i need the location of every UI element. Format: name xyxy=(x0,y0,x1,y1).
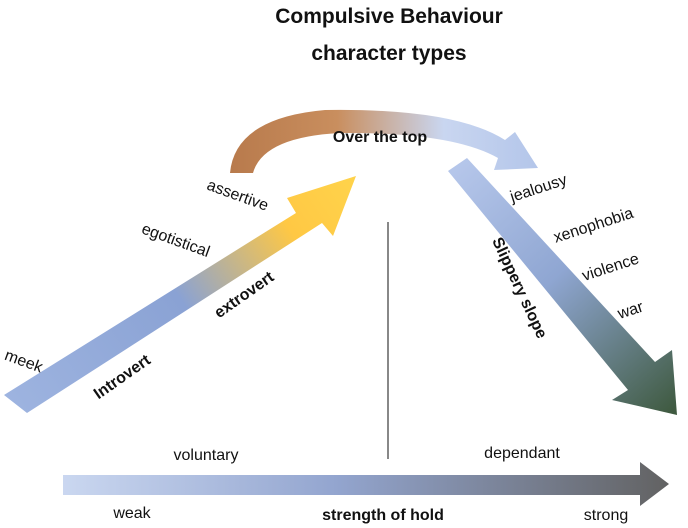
slippery-slope-arrow xyxy=(448,158,677,415)
violence-label: violence xyxy=(580,251,641,285)
dependant-label: dependant xyxy=(484,445,560,462)
assertive-label: assertive xyxy=(205,177,271,215)
voluntary-label: voluntary xyxy=(174,447,239,464)
weak-label: weak xyxy=(112,505,151,522)
war-label: war xyxy=(615,298,646,323)
meek-label: meek xyxy=(2,347,46,377)
rising-arrow xyxy=(4,176,356,413)
egotistical-label: egotistical xyxy=(139,221,212,261)
strength-arrow xyxy=(63,462,669,506)
over-the-top-label: Over the top xyxy=(333,129,427,146)
strength-of-hold-label: strength of hold xyxy=(322,507,444,524)
diagram-title-line2: character types xyxy=(311,42,466,65)
over-the-top-arc-arrow xyxy=(230,109,538,173)
strong-label: strong xyxy=(584,507,628,524)
xenophobia-label: xenophobia xyxy=(552,205,636,247)
diagram-title-line1: Compulsive Behaviour xyxy=(275,5,503,28)
jealousy-label: jealousy xyxy=(507,172,569,207)
